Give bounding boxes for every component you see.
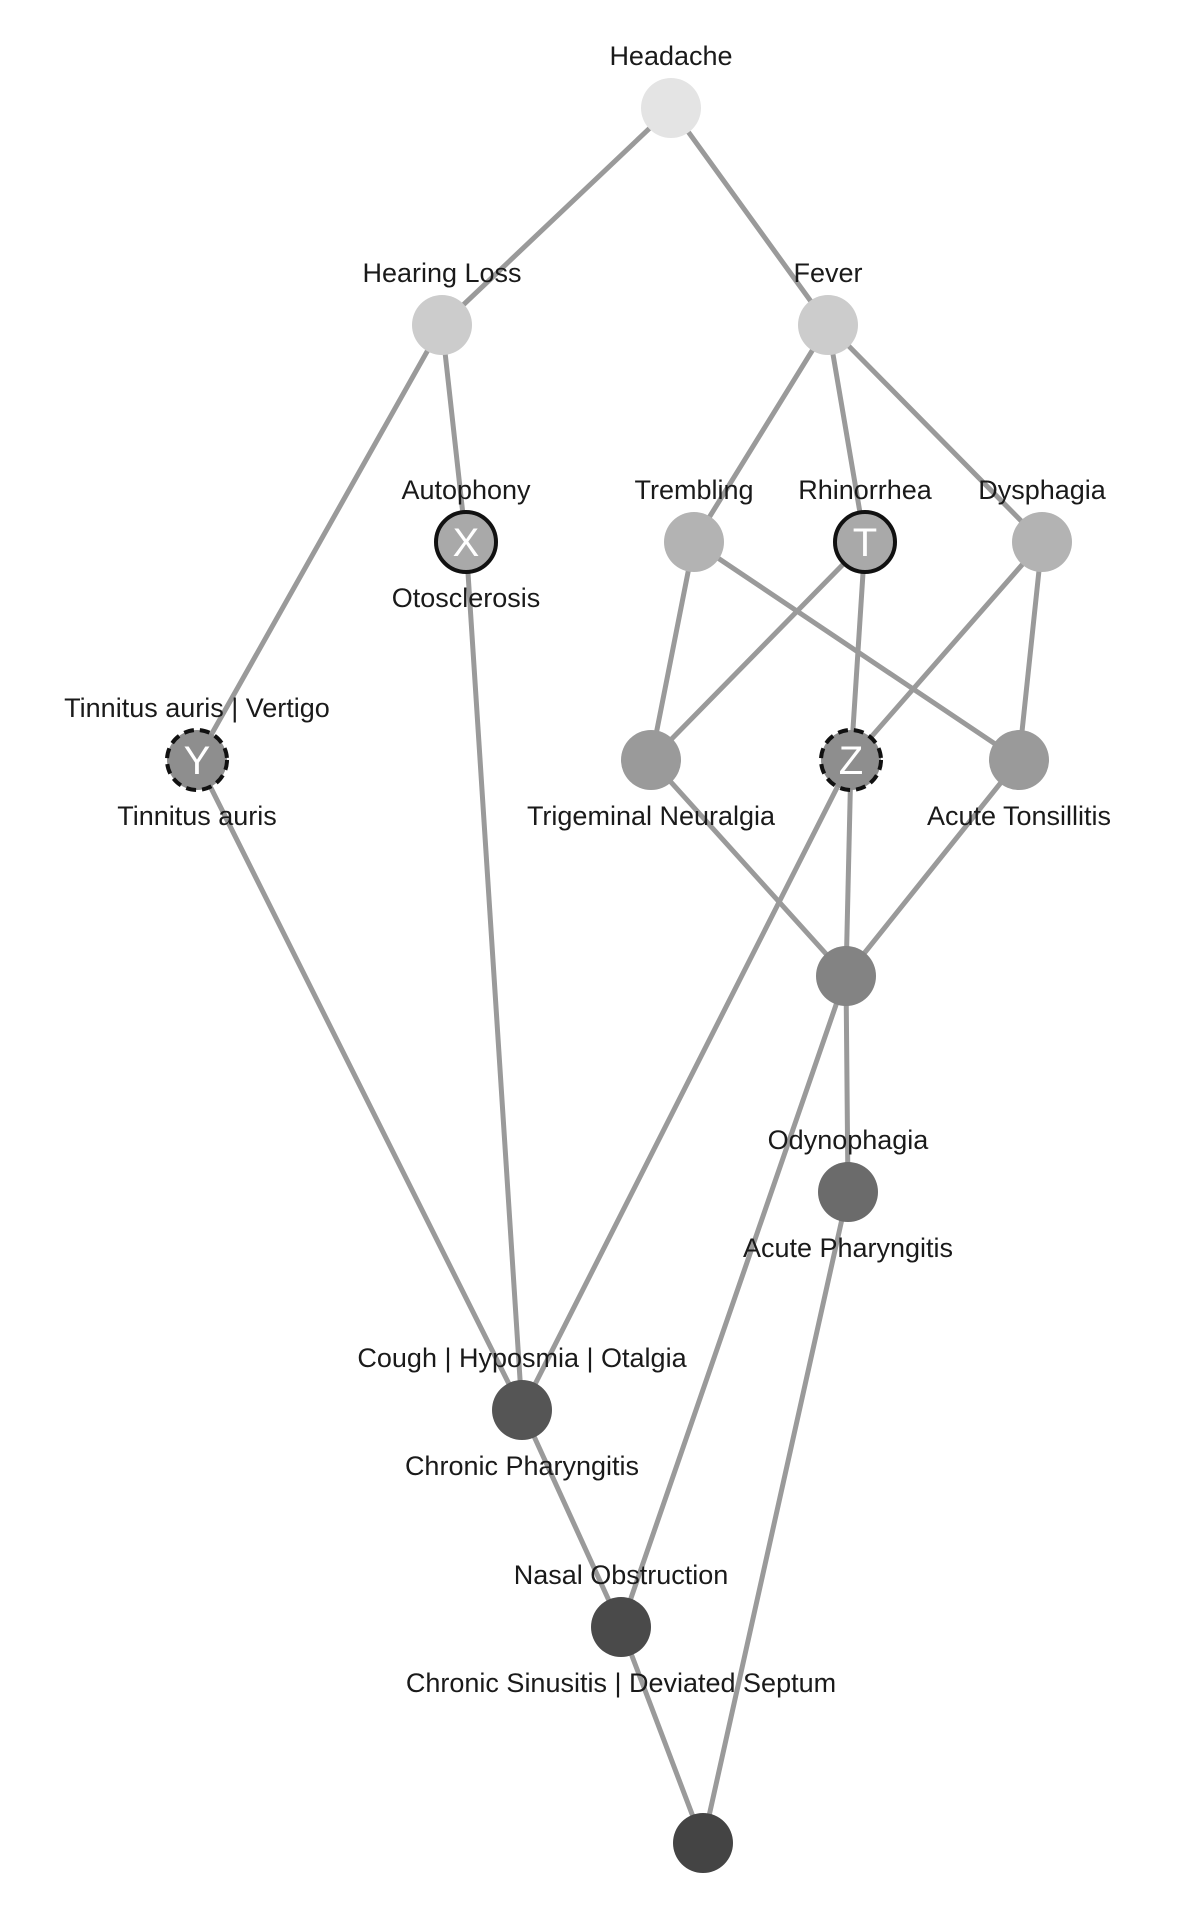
node-rhinorrhea[interactable]: T Rhinorrhea	[798, 475, 933, 574]
node-circle[interactable]	[673, 1813, 733, 1873]
edge-trigeminal-mid	[648, 757, 849, 979]
node-circle[interactable]	[816, 946, 876, 1006]
node-top-label: Dysphagia	[978, 475, 1107, 505]
node-top-label: Odynophagia	[768, 1125, 930, 1155]
edge-dysphagia-tonsillitis	[1016, 539, 1045, 763]
node-circle[interactable]	[989, 730, 1049, 790]
edge-fever-dysphagia	[825, 322, 1045, 545]
edge-rhinorrhea-trigeminal	[648, 539, 868, 763]
node-circle[interactable]	[641, 78, 701, 138]
node-bottom-label: Trigeminal Neuralgia	[527, 801, 776, 831]
edges-layer	[194, 105, 1045, 1846]
edge-headache-hearing	[439, 105, 674, 328]
edge-nasal-bottom	[618, 1624, 706, 1846]
node-top-label: Nasal Obstruction	[514, 1560, 729, 1590]
node-fever[interactable]: Fever	[793, 258, 863, 355]
node-top-label: Hearing Loss	[362, 258, 521, 288]
node-top-label: Trembling	[634, 475, 753, 505]
edge-odynophagia-bottom	[700, 1189, 851, 1846]
node-mid[interactable]	[816, 946, 876, 1006]
node-bottom-label: Chronic Pharyngitis	[405, 1451, 639, 1481]
node-circle[interactable]	[798, 295, 858, 355]
node-z[interactable]: Z	[819, 728, 883, 792]
edge-z-cough	[519, 757, 854, 1413]
node-trembling[interactable]: Trembling	[634, 475, 754, 572]
node-top-label: Cough | Hyposmia | Otalgia	[357, 1343, 687, 1373]
node-hearing[interactable]: Hearing Loss	[362, 258, 522, 355]
node-bottom-label: Tinnitus auris	[117, 801, 277, 831]
node-headache[interactable]: Headache	[609, 41, 733, 138]
node-circle[interactable]	[621, 730, 681, 790]
edge-fever-trembling	[691, 322, 831, 545]
edge-autophony-cough	[463, 539, 525, 1413]
node-marker: T	[853, 521, 877, 565]
edge-dysphagia-z	[848, 539, 1045, 763]
node-bottom[interactable]	[673, 1813, 733, 1873]
node-bottom-label: Acute Tonsillitis	[927, 801, 1111, 831]
edge-hearing-autophony	[439, 322, 469, 545]
node-circle[interactable]	[819, 728, 883, 792]
node-trigeminal[interactable]: Trigeminal Neuralgia	[527, 730, 776, 831]
node-circle[interactable]	[412, 295, 472, 355]
edge-trembling-trigeminal	[648, 539, 697, 763]
node-marker: Y	[184, 739, 211, 783]
edge-headache-fever	[668, 105, 831, 328]
node-dysphagia[interactable]: Dysphagia	[978, 475, 1107, 572]
node-bottom-label: Chronic Sinusitis | Deviated Septum	[406, 1668, 836, 1698]
edge-rhinorrhea-z	[848, 539, 868, 763]
node-tonsillitis[interactable]: Acute Tonsillitis	[927, 730, 1111, 831]
node-circle[interactable]	[1012, 512, 1072, 572]
edge-fever-rhinorrhea	[825, 322, 868, 545]
node-top-label: Autophony	[401, 475, 531, 505]
node-bottom-label: Otosclerosis	[392, 583, 541, 613]
edge-tinnitus-cough	[194, 757, 525, 1413]
node-circle[interactable]	[664, 512, 724, 572]
node-circle[interactable]	[434, 510, 498, 574]
edge-cough-nasal	[519, 1407, 624, 1630]
edge-mid-nasal	[618, 973, 849, 1630]
edge-hearing-tinnitus	[194, 322, 445, 763]
node-marker: Z	[839, 739, 863, 783]
node-circle[interactable]	[818, 1162, 878, 1222]
node-top-label: Tinnitus auris | Vertigo	[64, 693, 330, 723]
node-circle[interactable]	[833, 510, 897, 574]
edge-z-mid	[843, 757, 854, 979]
node-top-label: Headache	[609, 41, 732, 71]
node-top-label: Fever	[793, 258, 862, 288]
node-bottom-label: Acute Pharyngitis	[743, 1233, 953, 1263]
edge-tonsillitis-mid	[843, 757, 1022, 979]
node-marker: X	[453, 521, 480, 565]
edge-mid-odynophagia	[843, 973, 851, 1195]
node-circle[interactable]	[165, 728, 229, 792]
node-circle[interactable]	[591, 1597, 651, 1657]
node-circle[interactable]	[492, 1380, 552, 1440]
node-top-label: Rhinorrhea	[798, 475, 933, 505]
